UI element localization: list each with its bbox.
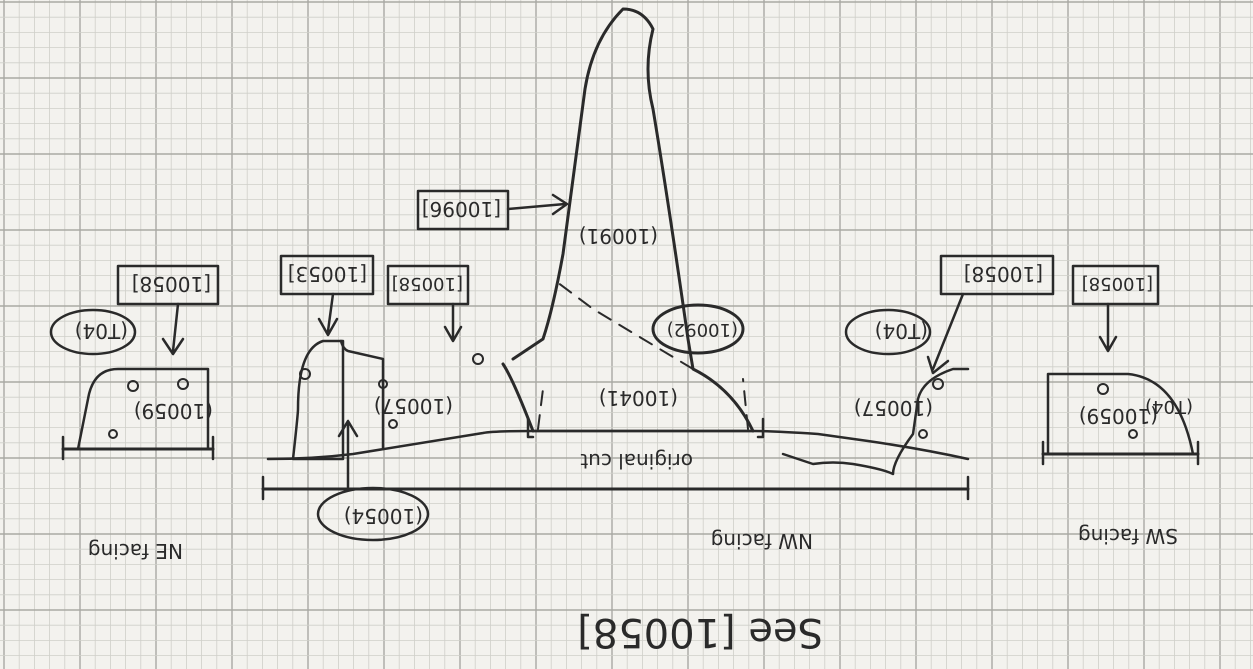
stone xyxy=(388,419,398,429)
nw-left-mid-fill-label: (10057) xyxy=(374,394,453,418)
ne-stone xyxy=(127,380,139,392)
nw-left-cut-fill-label: (10054) xyxy=(344,504,423,528)
ne-end-ticks xyxy=(61,435,215,461)
nw-end-ticks xyxy=(261,475,970,501)
ne-stone xyxy=(108,429,118,439)
ne-profile xyxy=(76,367,210,451)
nw-section-label: NW facing xyxy=(711,529,813,553)
nw-section: original cut (10057) (10041) (10091) (10… xyxy=(261,7,1055,553)
rotated-drawing: NE facing [10058] (10059) (T04) xyxy=(49,7,1200,655)
see-reference: See [10058] xyxy=(577,609,823,655)
nw-right-context-box-label: [10058] xyxy=(964,262,1043,286)
ne-context-box xyxy=(116,264,220,306)
stone xyxy=(299,368,311,380)
ne-context-box-label: [10058] xyxy=(132,272,211,296)
nw-top-context-box xyxy=(279,254,375,296)
original-cut-label: original cut xyxy=(580,449,693,473)
nw-upper-fill-label: (10091) xyxy=(579,224,658,248)
sw-section-label: SW facing xyxy=(1078,524,1178,548)
ne-topsoil-circle xyxy=(49,308,137,356)
ne-fill-label: (10059) xyxy=(134,399,213,423)
nw-cut-block xyxy=(291,339,345,461)
nw-central-peak xyxy=(511,7,755,433)
sw-profile xyxy=(1046,372,1195,456)
sw-fill-label: (10059) xyxy=(1079,404,1158,428)
ne-section-label: NE facing xyxy=(88,539,183,563)
nw-central-fill-label: (10041) xyxy=(599,386,678,410)
nw-right-topsoil-circle xyxy=(844,308,932,356)
nw-left-cut-edge xyxy=(501,362,535,433)
nw-top-arrow xyxy=(317,292,339,337)
nw-right-context-box xyxy=(939,254,1055,296)
sw-context-box-label: [10058] xyxy=(1082,273,1153,294)
sw-arrow xyxy=(1098,302,1118,353)
ne-stone xyxy=(177,378,189,390)
nw-high-context-box-label: [10096] xyxy=(422,197,501,221)
nw-dashed-interface xyxy=(552,278,694,370)
sw-stone xyxy=(1128,429,1138,439)
sw-end-ticks xyxy=(1041,440,1200,466)
stone xyxy=(932,378,944,390)
nw-dashed-cut-lines xyxy=(537,378,749,430)
sw-section: SW facing (10059) (T04) [10058] xyxy=(1041,264,1200,548)
nw-right-arrow xyxy=(926,292,965,375)
stone xyxy=(918,429,928,439)
nw-left-cut-fill-circle xyxy=(316,486,430,542)
nw-circled-fill xyxy=(651,303,745,355)
nw-original-cut-brackets xyxy=(526,417,765,439)
nw-mid-arrow xyxy=(443,302,463,343)
nw-right-topsoil-label: (T04) xyxy=(875,319,928,343)
sw-topsoil-label: (T04) xyxy=(1145,396,1193,417)
sw-context-box xyxy=(1071,264,1160,306)
nw-high-arrow xyxy=(506,193,569,216)
ne-section: NE facing [10058] (10059) (T04) xyxy=(49,264,220,563)
ne-arrow xyxy=(161,302,185,356)
nw-mid-context-box xyxy=(386,264,470,306)
nw-mid-context-box-label: [10058] xyxy=(392,273,463,294)
nw-cut-block-edge xyxy=(339,339,385,451)
stone xyxy=(472,353,484,365)
stone xyxy=(378,379,388,389)
nw-fill-right-label: (10057) xyxy=(854,396,933,420)
nw-right-fill-profile xyxy=(781,367,970,476)
nw-left-cut-arrow xyxy=(337,419,359,489)
see-reference-label: See [10058] xyxy=(577,609,823,655)
sw-stone xyxy=(1097,383,1109,395)
ne-topsoil-label: (T04) xyxy=(75,319,128,343)
nw-top-context-box-label: [10053] xyxy=(288,262,367,286)
nw-circled-fill-label: (10092) xyxy=(667,319,738,340)
